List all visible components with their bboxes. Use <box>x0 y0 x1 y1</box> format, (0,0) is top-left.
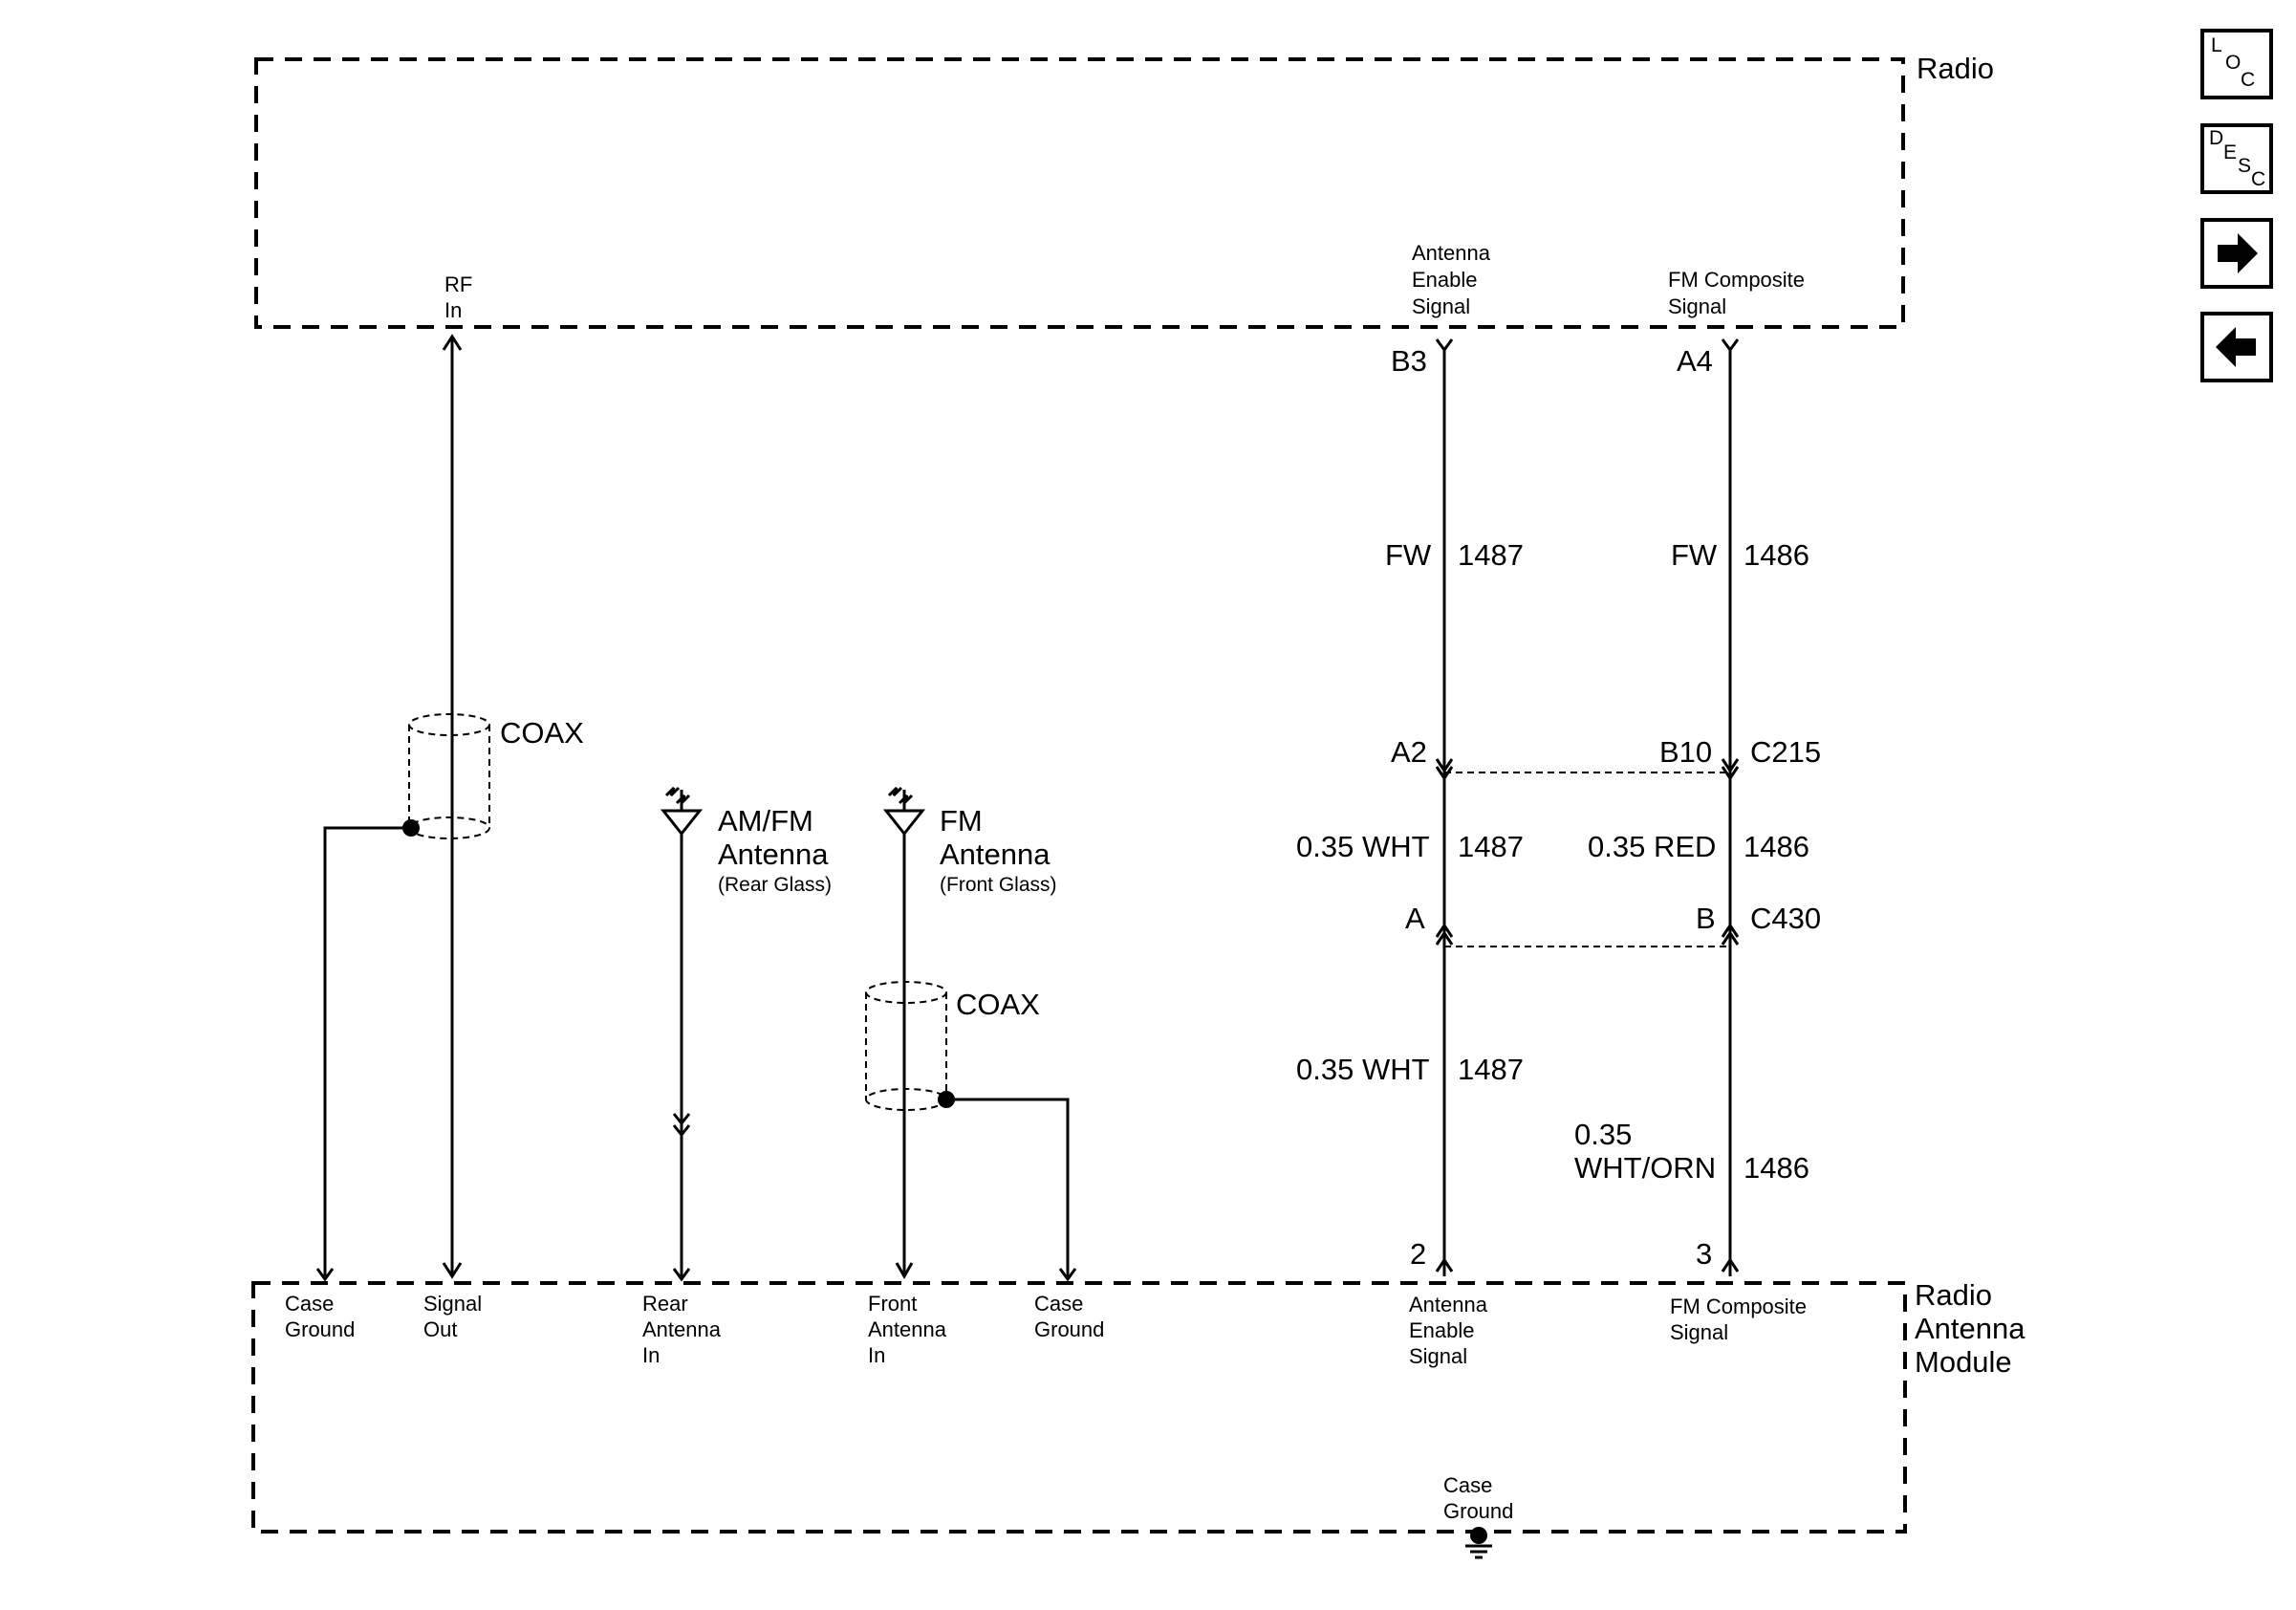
front-antenna-symbol <box>882 786 926 1280</box>
enable-c430-pin: A <box>1405 902 1425 935</box>
enable-low-wire: 0.35 WHT <box>1296 1053 1430 1086</box>
module-title: Radio Antenna Module <box>1915 1278 2033 1379</box>
ground-symbol <box>1465 1527 1492 1559</box>
svg-text:D: D <box>2209 127 2223 149</box>
module-case-ground-left-label: Case Ground <box>285 1292 355 1341</box>
back-button[interactable] <box>2200 312 2273 382</box>
case-ground-mid-wire <box>938 1091 1077 1282</box>
module-rear-antenna-in-label: Rear Antenna In <box>642 1292 726 1367</box>
arrow-right-icon <box>2218 233 2258 273</box>
front-antenna-name: FM Antenna <box>940 804 1051 871</box>
radio-antenna-enable-label: Antenna Enable Signal <box>1412 241 1496 318</box>
connector-c215-label: C215 <box>1750 735 1821 769</box>
rear-antenna-location: (Rear Glass) <box>718 874 832 896</box>
rf-coax-wire <box>442 334 463 1279</box>
svg-text:O: O <box>2225 52 2241 74</box>
composite-harness-top: FW <box>1671 538 1718 572</box>
coax-shield-upper <box>408 713 490 839</box>
enable-harness-top: FW <box>1385 538 1432 572</box>
enable-radio-pin: B3 <box>1391 344 1427 378</box>
composite-circuit-mid: 1486 <box>1744 830 1809 863</box>
composite-c430-pin: B <box>1696 902 1716 935</box>
module-fm-composite-label: FM Composite Signal <box>1670 1295 1812 1344</box>
module-antenna-enable-label: Antenna Enable Signal <box>1409 1293 1493 1368</box>
case-ground-left-wire <box>315 819 420 1282</box>
rear-antenna-name: AM/FM Antenna <box>718 804 829 871</box>
front-antenna-location: (Front Glass) <box>940 874 1057 896</box>
svg-text:C: C <box>2251 168 2265 190</box>
module-signal-out-label: Signal Out <box>423 1292 487 1341</box>
svg-text:C: C <box>2241 69 2255 91</box>
composite-circuit-top: 1486 <box>1744 538 1809 572</box>
composite-module-pin: 3 <box>1696 1237 1712 1271</box>
antenna-module-box <box>251 1281 1907 1534</box>
enable-module-pin: 2 <box>1410 1237 1426 1271</box>
composite-c215-pin: B10 <box>1659 735 1712 769</box>
antenna-enable-wire <box>1435 338 1454 1276</box>
desc-button[interactable]: D E S C <box>2200 123 2273 194</box>
enable-circuit-top: 1487 <box>1458 538 1524 572</box>
composite-mid-wire: 0.35 RED <box>1588 830 1716 863</box>
coax-label-upper: COAX <box>500 716 584 750</box>
composite-low-wire: 0.35 WHT/ORN <box>1574 1118 1716 1185</box>
enable-mid-wire: 0.35 WHT <box>1296 830 1430 863</box>
composite-radio-pin: A4 <box>1677 344 1713 378</box>
fm-composite-wire <box>1721 338 1740 1276</box>
module-case-ground-mid-label: Case Ground <box>1034 1292 1104 1341</box>
coax-label-lower: COAX <box>956 988 1040 1021</box>
radio-rf-in-label: RF In <box>444 272 478 322</box>
enable-circuit-mid: 1487 <box>1458 830 1524 863</box>
radio-title: Radio <box>1917 52 1994 85</box>
svg-text:E: E <box>2223 141 2237 163</box>
arrow-left-icon <box>2216 327 2256 367</box>
radio-box <box>254 57 1905 329</box>
connector-c430-label: C430 <box>1750 902 1821 935</box>
forward-button[interactable] <box>2200 218 2273 289</box>
loc-button[interactable]: L O C <box>2200 29 2273 99</box>
module-front-antenna-in-label: Front Antenna In <box>868 1292 952 1367</box>
enable-c215-pin: A2 <box>1391 735 1427 769</box>
svg-text:S: S <box>2238 155 2251 177</box>
coax-shield-lower <box>865 981 947 1111</box>
rear-antenna-symbol <box>660 786 704 1282</box>
radio-fm-composite-label: FM Composite Signal <box>1668 268 1810 318</box>
svg-text:L: L <box>2211 34 2222 56</box>
composite-circuit-low: 1486 <box>1744 1151 1809 1185</box>
enable-circuit-low: 1487 <box>1458 1053 1524 1086</box>
module-case-ground-bottom-label: Case Ground <box>1443 1473 1513 1523</box>
